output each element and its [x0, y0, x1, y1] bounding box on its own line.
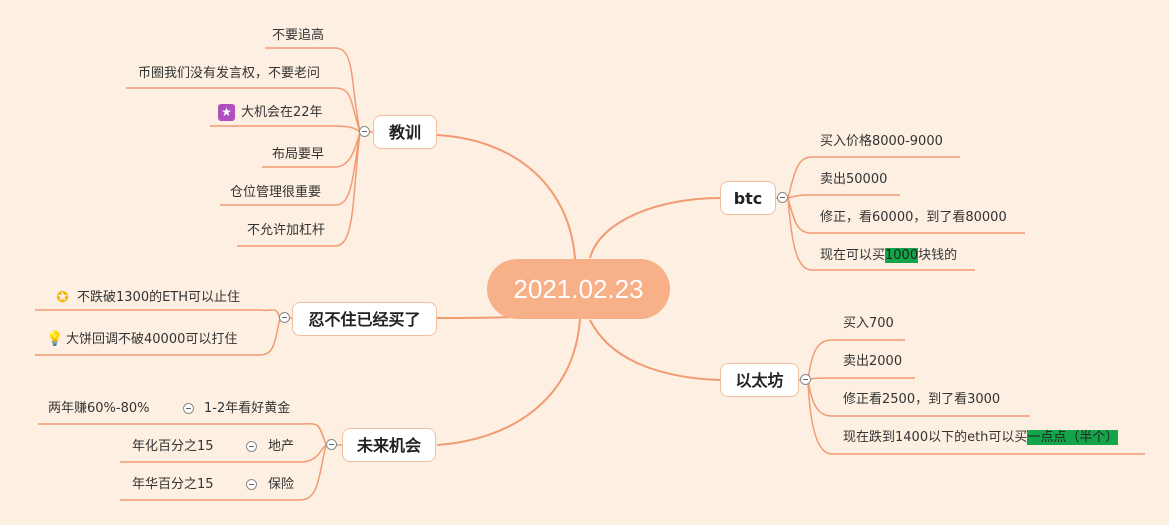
- topic-renbuzhu[interactable]: 忍不住已经买了: [292, 302, 437, 336]
- collapse-toggle-weilai[interactable]: [326, 439, 337, 450]
- topic-jiaoxun[interactable]: 教训: [373, 115, 437, 149]
- collapse-toggle-eth[interactable]: [800, 374, 811, 385]
- highlight-mark: 一点点（半个）: [1027, 430, 1119, 445]
- leaf-jiaoxun-5[interactable]: 仓位管理很重要: [230, 185, 322, 200]
- highlight-mark: 1000: [885, 248, 919, 263]
- lightbulb-icon: 💡: [46, 331, 64, 347]
- leaf-jiaoxun-1[interactable]: 不要追高: [272, 28, 325, 43]
- leaf-btc-3[interactable]: 修正，看60000，到了看80000: [820, 210, 1007, 225]
- leaf-jiaoxun-4[interactable]: 布局要早: [272, 147, 325, 162]
- topic-btc[interactable]: btc: [720, 181, 776, 215]
- star-badge-icon: ★: [218, 104, 235, 121]
- leaf-eth-1[interactable]: 买入700: [843, 316, 894, 331]
- topic-weilai[interactable]: 未来机会: [342, 428, 436, 462]
- leaf-renbuzhu-1[interactable]: ✪不跌破1300的ETH可以止住: [54, 289, 240, 307]
- leaf-weilai-1[interactable]: 1-2年看好黄金: [204, 401, 291, 416]
- leaf-jiaoxun-3[interactable]: ★大机会在22年: [218, 104, 323, 122]
- collapse-toggle-btc[interactable]: [777, 192, 788, 203]
- root-node[interactable]: 2021.02.23: [487, 259, 670, 319]
- leaf-weilai-3[interactable]: 保险: [268, 477, 295, 492]
- leaf-eth-3[interactable]: 修正看2500，到了看3000: [843, 392, 1001, 407]
- collapse-toggle-jiaoxun[interactable]: [359, 126, 370, 137]
- collapse-toggle-weilai-2[interactable]: [246, 441, 257, 452]
- leaf-btc-4[interactable]: 现在可以买1000块钱的: [820, 248, 958, 263]
- leaf-btc-1[interactable]: 买入价格8000-9000: [820, 134, 943, 149]
- leaf-renbuzhu-2[interactable]: 💡大饼回调不破40000可以打住: [46, 331, 238, 347]
- collapse-toggle-weilai-1[interactable]: [183, 403, 194, 414]
- collapse-toggle-renbuzhu[interactable]: [279, 312, 290, 323]
- leaf-eth-4[interactable]: 现在跌到1400以下的eth可以买一点点（半个）: [843, 430, 1119, 445]
- star-icon: ✪: [56, 288, 69, 306]
- leaf-weilai-2[interactable]: 地产: [268, 439, 295, 454]
- leaf-weilai-1-child[interactable]: 两年赚60%-80%: [48, 401, 150, 416]
- topic-eth[interactable]: 以太坊: [720, 363, 799, 397]
- leaf-jiaoxun-2[interactable]: 币圈我们没有发言权，不要老问: [138, 66, 321, 81]
- leaf-jiaoxun-6[interactable]: 不允许加杠杆: [247, 223, 326, 238]
- leaf-weilai-2-child[interactable]: 年化百分之15: [132, 439, 214, 454]
- leaf-btc-2[interactable]: 卖出50000: [820, 172, 888, 187]
- collapse-toggle-weilai-3[interactable]: [246, 479, 257, 490]
- leaf-eth-2[interactable]: 卖出2000: [843, 354, 903, 369]
- leaf-weilai-3-child[interactable]: 年华百分之15: [132, 477, 214, 492]
